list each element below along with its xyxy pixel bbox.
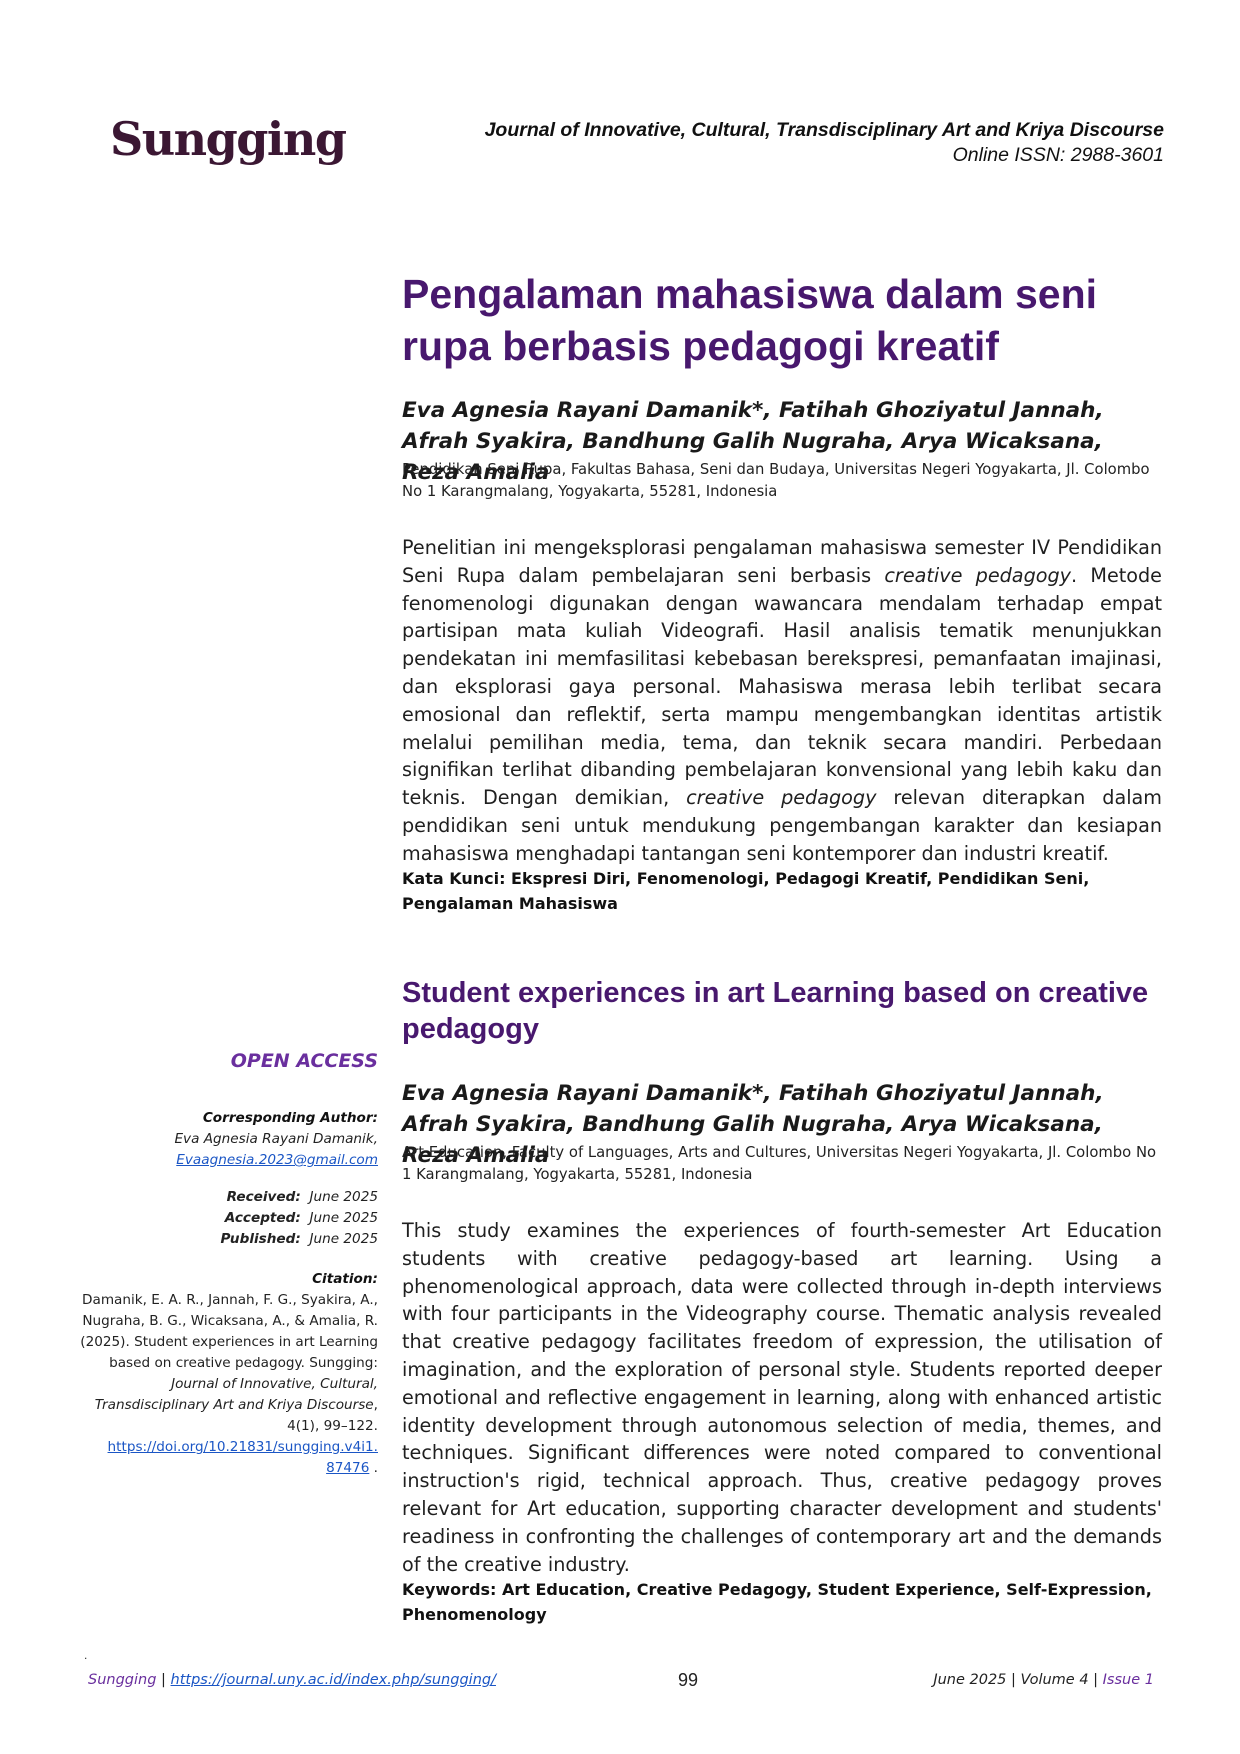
article-title-indonesian: Pengalaman mahasiswa dalam seni rupa ber… <box>402 271 1098 369</box>
citation-doi-line2: 87476 <box>326 1460 370 1476</box>
citation-end: . <box>369 1460 378 1476</box>
journal-issn: Online ISSN: 2988-3601 <box>952 144 1164 166</box>
authors-english: Eva Agnesia Rayani Damanik*, Fatihah Gho… <box>402 1081 1104 1168</box>
dates-block: Received: June 2025 Accepted: June 2025 … <box>78 1187 378 1250</box>
citation-label: Citation: <box>312 1271 378 1287</box>
footer-dot: . <box>84 1648 88 1662</box>
citation-text: Damanik, E. A. R., Jannah, F. G., Syakir… <box>78 1290 378 1479</box>
corresponding-author-label: Corresponding Author: <box>202 1110 378 1126</box>
abstract-id-part2: . Metode fenomenologi digunakan dengan w… <box>402 563 1162 810</box>
accepted-value: June 2025 <box>309 1210 378 1226</box>
footer-date-volume: June 2025 | Volume 4 | <box>933 1672 1103 1688</box>
citation-body: Damanik, E. A. R., Jannah, F. G., Syakir… <box>80 1292 378 1371</box>
authors-indonesian: Eva Agnesia Rayani Damanik*, Fatihah Gho… <box>402 398 1104 485</box>
footer-separator: | <box>156 1672 171 1688</box>
corresponding-author-name: Eva Agnesia Rayani Damanik, <box>174 1131 378 1147</box>
keywords-indonesian: Kata Kunci: Ekspresi Diri, Fenomenologi,… <box>402 869 1090 913</box>
received-label: Received: <box>226 1189 301 1205</box>
affiliation-english: Art Education, Faculty of Languages, Art… <box>402 1144 1157 1183</box>
footer-journal-url[interactable]: https://journal.uny.ac.id/index.php/sung… <box>170 1672 496 1688</box>
published-row: Published: June 2025 <box>78 1229 378 1250</box>
citation-doi-line1: https://doi.org/10.21831/sungging.v4i1. <box>107 1439 378 1455</box>
received-row: Received: June 2025 <box>78 1187 378 1208</box>
journal-logo: Sungging <box>110 112 347 166</box>
footer-journal-name: Sungging <box>88 1672 157 1688</box>
footer-issue: Issue 1 <box>1102 1672 1154 1688</box>
keywords-english: Keywords: Art Education, Creative Pedago… <box>402 1580 1152 1624</box>
open-access-badge: OPEN ACCESS <box>230 1050 378 1072</box>
footer-left: Sungging | https://journal.uny.ac.id/ind… <box>88 1672 496 1688</box>
journal-title: Journal of Innovative, Cultural, Transdi… <box>484 119 1164 141</box>
page-number: 99 <box>678 1670 699 1690</box>
abstract-id-part1: Penelitian ini mengeksplorasi pengalaman… <box>402 536 1162 587</box>
abstract-id-emphasis2: creative pedagogy <box>686 786 877 810</box>
accepted-row: Accepted: June 2025 <box>78 1208 378 1229</box>
article-title-english: Student experiences in art Learning base… <box>402 977 1149 1045</box>
published-label: Published: <box>220 1231 301 1247</box>
accepted-label: Accepted: <box>224 1210 301 1226</box>
abstract-id-part3: relevan diterapkan dalam pendidikan seni… <box>402 786 1162 865</box>
affiliation-indonesian: Pendidikan Seni Rupa, Fakultas Bahasa, S… <box>402 461 1150 500</box>
abstract-indonesian: Penelitian ini mengeksplorasi pengalaman… <box>402 534 1162 868</box>
abstract-english: This study examines the experiences of f… <box>402 1219 1162 1576</box>
footer-right: June 2025 | Volume 4 | Issue 1 <box>933 1672 1154 1688</box>
citation-volume: , 4(1), 99–122. <box>287 1397 378 1434</box>
corresponding-author-email[interactable]: Evaagnesia.2023@gmail.com <box>176 1152 378 1168</box>
published-value: June 2025 <box>309 1231 378 1247</box>
citation-doi-link[interactable]: https://doi.org/10.21831/sungging.v4i1. 8… <box>108 1439 378 1476</box>
abstract-id-emphasis1: creative pedagogy <box>884 563 1072 587</box>
citation-journal: Journal of Innovative, Cultural, Transdi… <box>94 1376 378 1413</box>
citation-block: Citation: Damanik, E. A. R., Jannah, F. … <box>78 1269 378 1479</box>
corresponding-author-block: Corresponding Author: Eva Agnesia Rayani… <box>78 1108 378 1171</box>
received-value: June 2025 <box>309 1189 378 1205</box>
